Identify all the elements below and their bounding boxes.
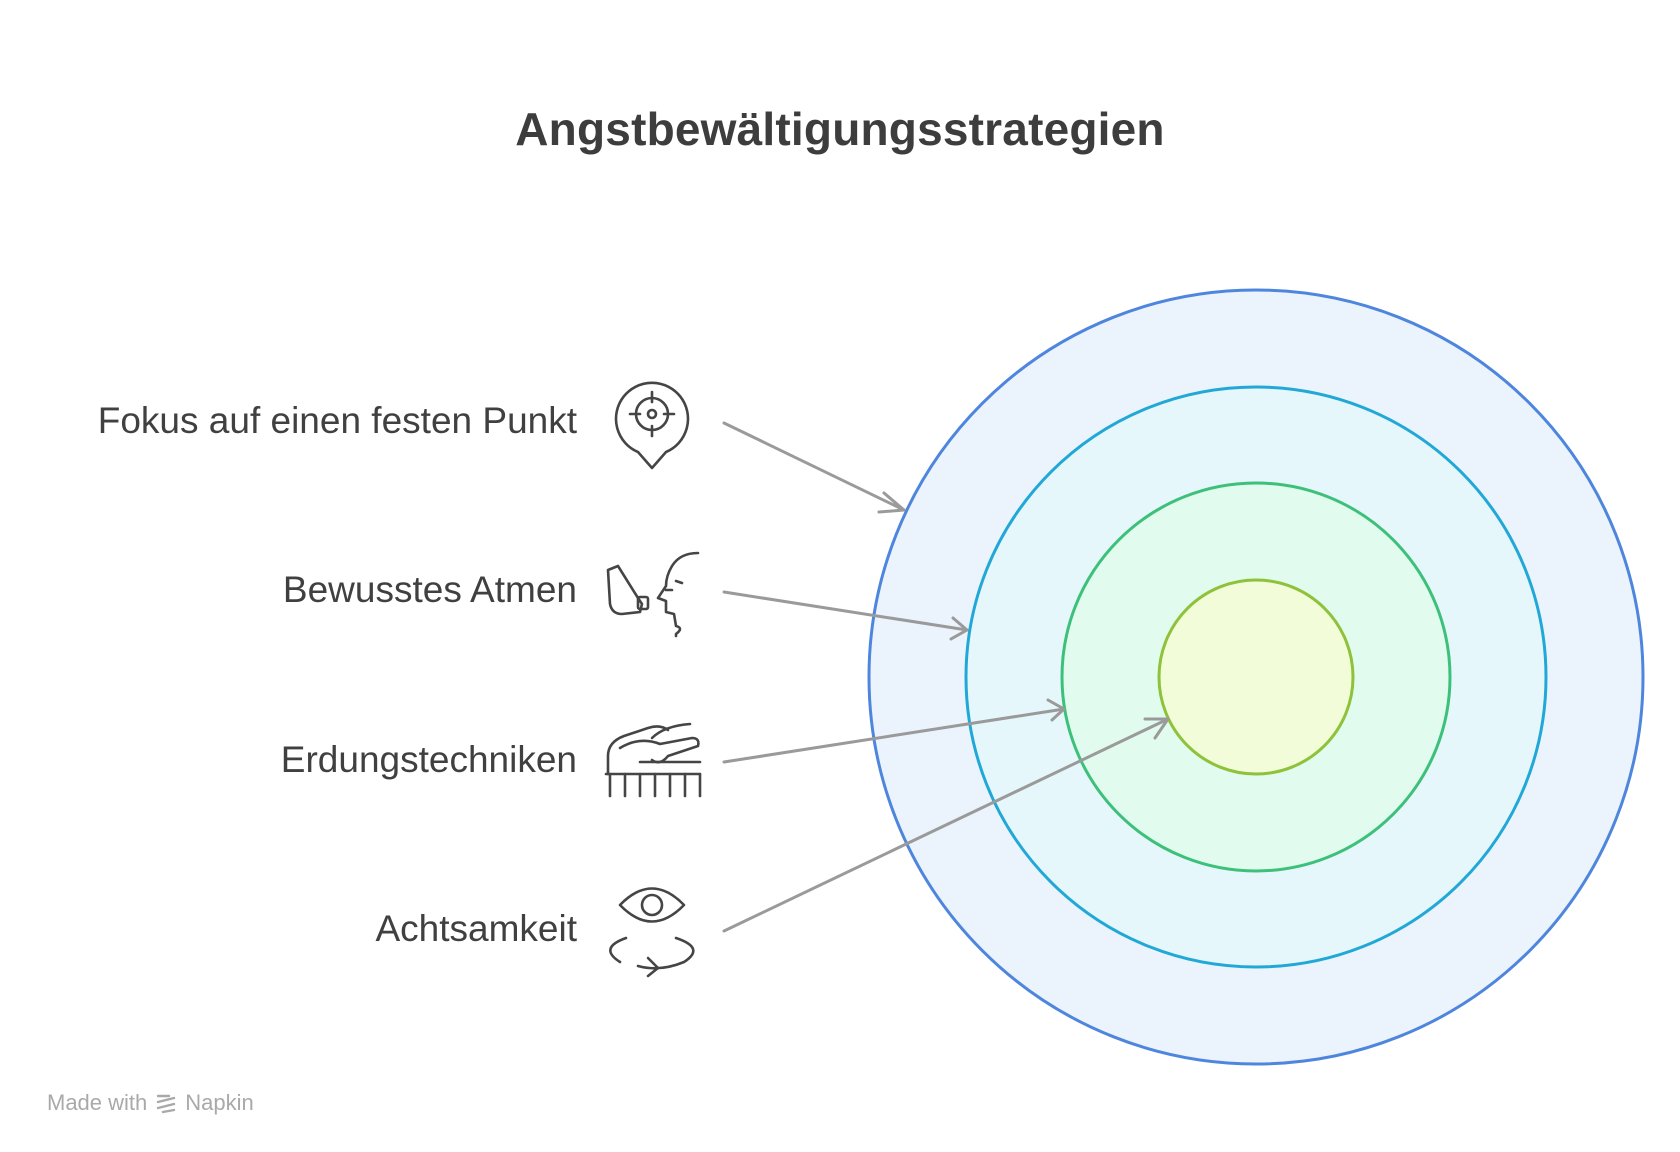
label-atmen: Bewusstes Atmen [282, 569, 577, 610]
eye-rotate-icon [609, 887, 695, 978]
inhaler-face-icon [606, 551, 700, 638]
watermark-brand: Napkin [185, 1090, 254, 1115]
label-erdung: Erdungstechniken [280, 739, 577, 780]
diagram-title: Angstbewältigungsstrategien [515, 103, 1165, 155]
label-achtsamkeit: Achtsamkeit [375, 908, 577, 949]
arrow-fokus [722, 421, 906, 514]
watermark-made-with: Made with [47, 1090, 148, 1115]
arrow-atmen [722, 590, 969, 641]
target-rings [867, 288, 1645, 1066]
watermark[interactable]: Made with Napkin [47, 1090, 254, 1116]
arrows [722, 421, 1170, 933]
hand-on-ground-icon [604, 722, 702, 798]
arrow-achtsamkeit [722, 717, 1170, 933]
ring-center [1157, 578, 1355, 776]
map-pin-target-icon [614, 381, 690, 470]
arrow-erdung [722, 698, 1066, 764]
label-fokus: Fokus auf einen festen Punkt [97, 400, 577, 441]
napkin-logo-icon [157, 1094, 176, 1114]
